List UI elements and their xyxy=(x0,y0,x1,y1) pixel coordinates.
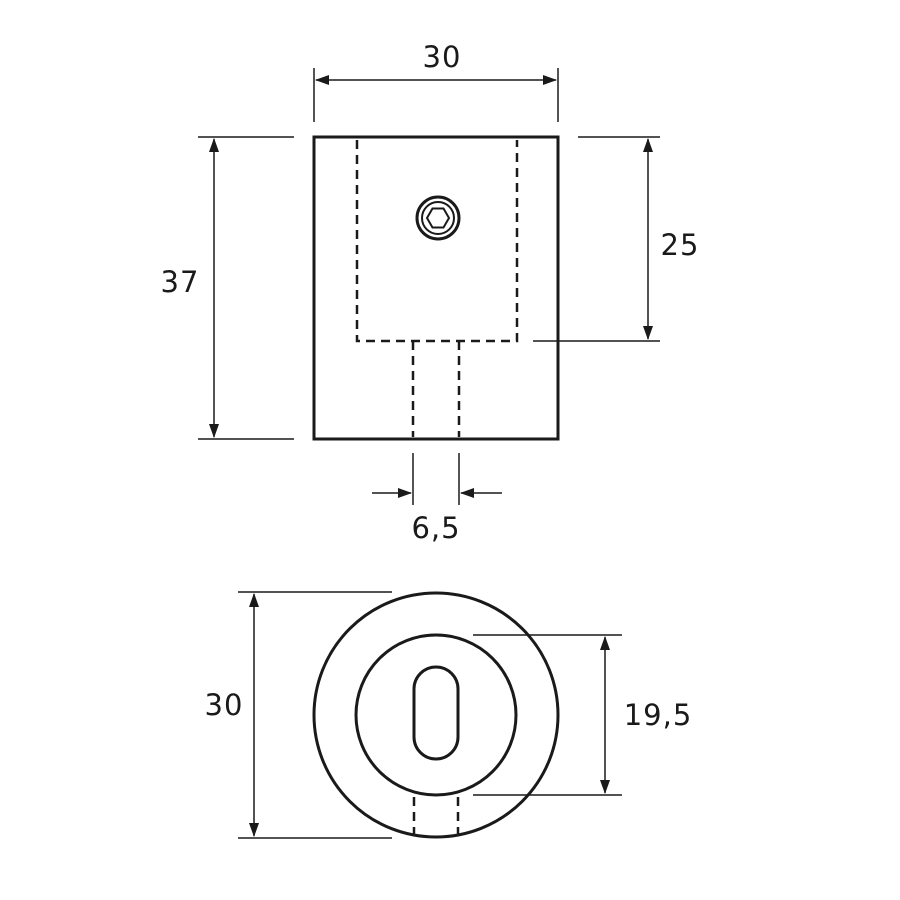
set-screw-icon xyxy=(415,195,461,241)
dimension-bore-depth: 25 xyxy=(533,136,700,342)
front-view: 30 37 25 6,5 xyxy=(161,40,700,545)
front-body-outline xyxy=(312,135,560,441)
dimension-slot-width-label: 6,5 xyxy=(411,511,460,545)
dimension-bore-depth-label: 25 xyxy=(661,228,700,262)
dimension-bottom-diameter-label: 30 xyxy=(205,688,244,722)
dimension-front-height-label: 37 xyxy=(161,265,200,299)
bottom-view: 30 19,5 xyxy=(205,591,693,839)
dimension-slot-width: 6,5 xyxy=(372,453,502,545)
dimension-inner-diameter-label: 19,5 xyxy=(624,698,693,732)
dimension-front-width-label: 30 xyxy=(423,40,462,74)
oblong-slot xyxy=(412,665,460,761)
dimension-front-width: 30 xyxy=(313,40,559,122)
dimension-bottom-diameter: 30 xyxy=(205,591,392,839)
inner-circle xyxy=(354,633,518,797)
dimension-front-height: 37 xyxy=(161,136,294,440)
dimension-inner-diameter: 19,5 xyxy=(473,634,693,796)
outer-circle xyxy=(312,591,560,839)
hidden-bore xyxy=(355,140,519,343)
